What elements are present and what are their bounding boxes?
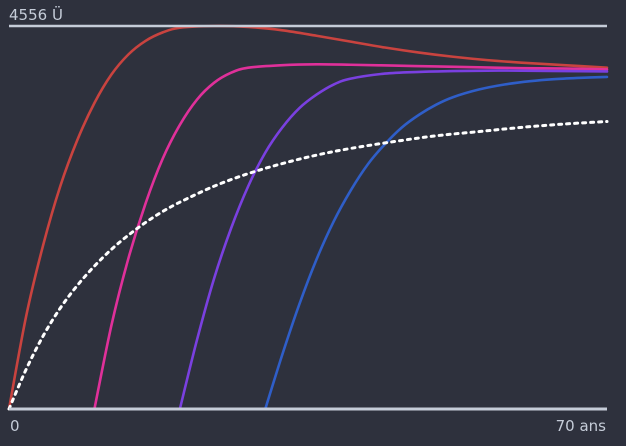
reference-line-5 — [7, 120, 609, 411]
series-line-2 — [93, 63, 609, 411]
x-max-label: 70 ans — [556, 417, 607, 435]
series-line-3 — [178, 69, 609, 411]
y-max-label: 4556 Ü — [9, 5, 63, 24]
x-min-label: 0 — [10, 417, 20, 435]
series-line-4 — [263, 75, 609, 411]
